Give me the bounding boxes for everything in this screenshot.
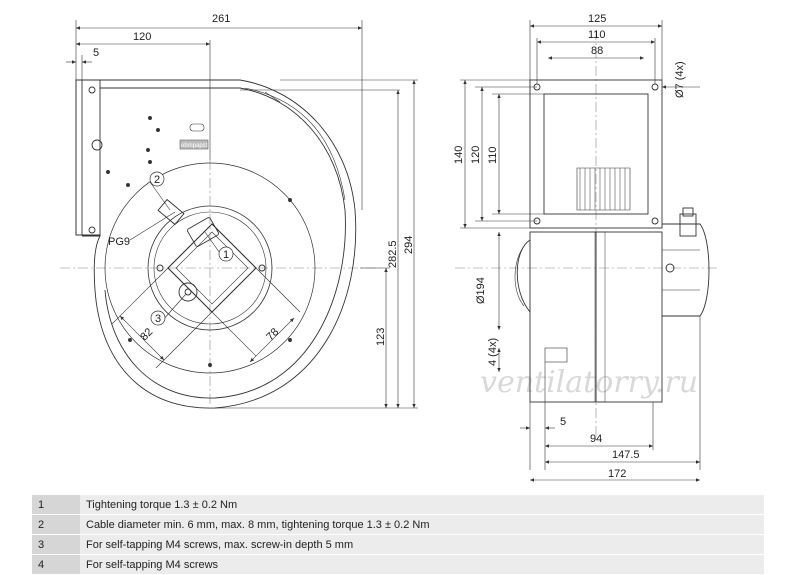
callout-1: 1 [223, 249, 229, 261]
brand-plate-label: ebmpapst [181, 143, 208, 149]
legend-row: 3 For self-tapping M4 screws, max. screw… [32, 534, 764, 555]
dim-height-282-5: 282.5 [387, 240, 399, 268]
dim-height-294: 294 [403, 236, 415, 254]
legend-text: Tightening torque 1.3 ± 0.2 Nm [80, 494, 764, 515]
dim-width-120: 120 [133, 31, 151, 43]
front-dimensions [66, 20, 418, 409]
side-dimensions [460, 20, 701, 482]
dim-82: 82 [138, 326, 155, 343]
dim-bottom-147-5: 147.5 [612, 449, 640, 461]
dim-side-140: 140 [453, 146, 465, 164]
dim-diameter-194: Ø194 [475, 277, 487, 304]
dim-overall-width: 261 [212, 13, 230, 25]
dimension-drawing: ventilatorry.ru [60, 13, 720, 482]
legend-text: Cable diameter min. 6 mm, max. 8 mm, tig… [80, 514, 764, 535]
watermark: ventilatorry.ru [480, 365, 698, 400]
dim-side-110-top: 110 [588, 29, 606, 41]
dim-side-110-v: 110 [487, 146, 499, 164]
legend-text: For self-tapping M4 screws, max. screw-i… [80, 534, 764, 555]
dim-hole: Ø7 (4x) [674, 61, 686, 98]
legend-row: 2 Cable diameter min. 6 mm, max. 8 mm, t… [32, 514, 764, 535]
legend-num: 3 [32, 534, 80, 555]
legend-num: 1 [32, 494, 80, 515]
legend-table: 1 Tightening torque 1.3 ± 0.2 Nm 2 Cable… [32, 494, 764, 575]
callout-2: 2 [154, 174, 160, 186]
dim-bottom-172: 172 [608, 468, 626, 480]
legend-row: 4 For self-tapping M4 screws [32, 554, 764, 575]
dim-side-120: 120 [470, 146, 482, 164]
callout-circle-1 [218, 246, 234, 262]
dim-side-4x: 4 (4x) [487, 338, 499, 366]
callout-3: 3 [155, 313, 161, 325]
dim-offset-5: 5 [93, 47, 99, 59]
dim-bottom-5: 5 [560, 416, 566, 428]
legend-row: 1 Tightening torque 1.3 ± 0.2 Nm [32, 494, 764, 515]
legend-num: 4 [32, 554, 80, 575]
callout-circle-3 [150, 310, 166, 326]
dim-side-125: 125 [588, 13, 606, 25]
front-view [60, 79, 380, 409]
dim-78: 78 [264, 326, 281, 343]
callout-circle-2 [149, 171, 165, 187]
legend-num: 2 [32, 514, 80, 535]
dim-side-88: 88 [591, 45, 603, 57]
side-view [455, 30, 720, 440]
dim-height-123: 123 [375, 328, 387, 346]
fan-housing-outline [82, 79, 357, 409]
legend-text: For self-tapping M4 screws [80, 554, 764, 575]
dim-bottom-94: 94 [590, 433, 602, 445]
pg9-label: PG9 [108, 236, 130, 248]
